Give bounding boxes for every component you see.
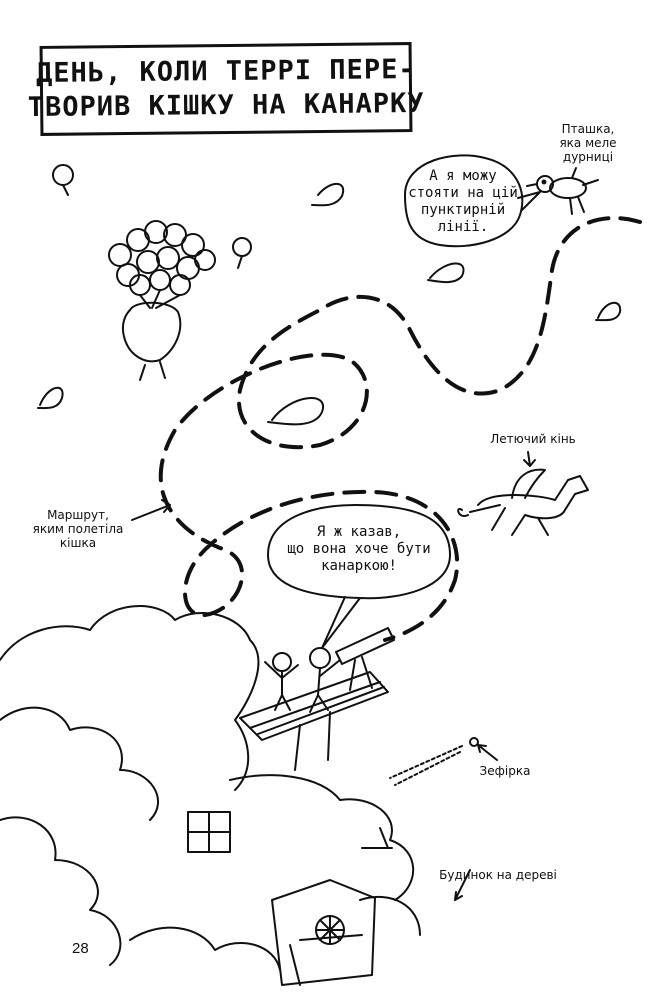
floating-feathers-icon (37, 182, 622, 426)
zefirka-label-arrow (477, 744, 498, 761)
bird-speech-text: А я можу стояти на цій пунктирній лінії. (408, 168, 518, 235)
branch-icon (361, 827, 393, 849)
terry-speech-text: Я ж казав, що вона хоче бути канаркою! (287, 524, 431, 574)
page-title-line-1: ДЕНЬ, КОЛИ ТЕРРІ ПЕРЕ- (35, 54, 416, 89)
horse-label-arrow (523, 451, 536, 467)
balloon-cluster-icon (108, 220, 216, 381)
bird-label: Пташка, яка меле дурниці (559, 122, 617, 164)
page-title-box: ДЕНЬ, КОЛИ ТЕРРІ ПЕРЕ- ТВОРИВ КІШКУ НА К… (28, 42, 425, 136)
lookout-platform-icon (239, 647, 389, 771)
horse-label: Летючий кінь (490, 432, 576, 446)
page-title-line-2: ТВОРИВ КІШКУ НА КАНАРКУ (27, 87, 425, 124)
telescope-icon (335, 627, 395, 691)
treehouse-label: Будинок на дереві (439, 868, 557, 882)
tree-canopy-icon (0, 605, 421, 971)
loose-balloons-icon (52, 164, 252, 269)
route-label-arrow (131, 499, 171, 521)
flying-horse-icon (457, 468, 589, 536)
cat-route-dashed-line (158, 216, 642, 642)
zefirka-label: Зефірка (479, 764, 531, 778)
page-number: 28 (72, 940, 89, 957)
bird-label-arrow (571, 167, 577, 179)
route-label: Маршрут, яким полетіла кішка (32, 508, 124, 550)
marshmallow-icon (389, 737, 479, 786)
bird-icon (526, 175, 599, 215)
bird-speech-bubble (404, 154, 541, 248)
tree-window-icon (187, 811, 231, 853)
tree-house-icon (271, 879, 376, 986)
treehouse-label-arrow (454, 869, 471, 901)
